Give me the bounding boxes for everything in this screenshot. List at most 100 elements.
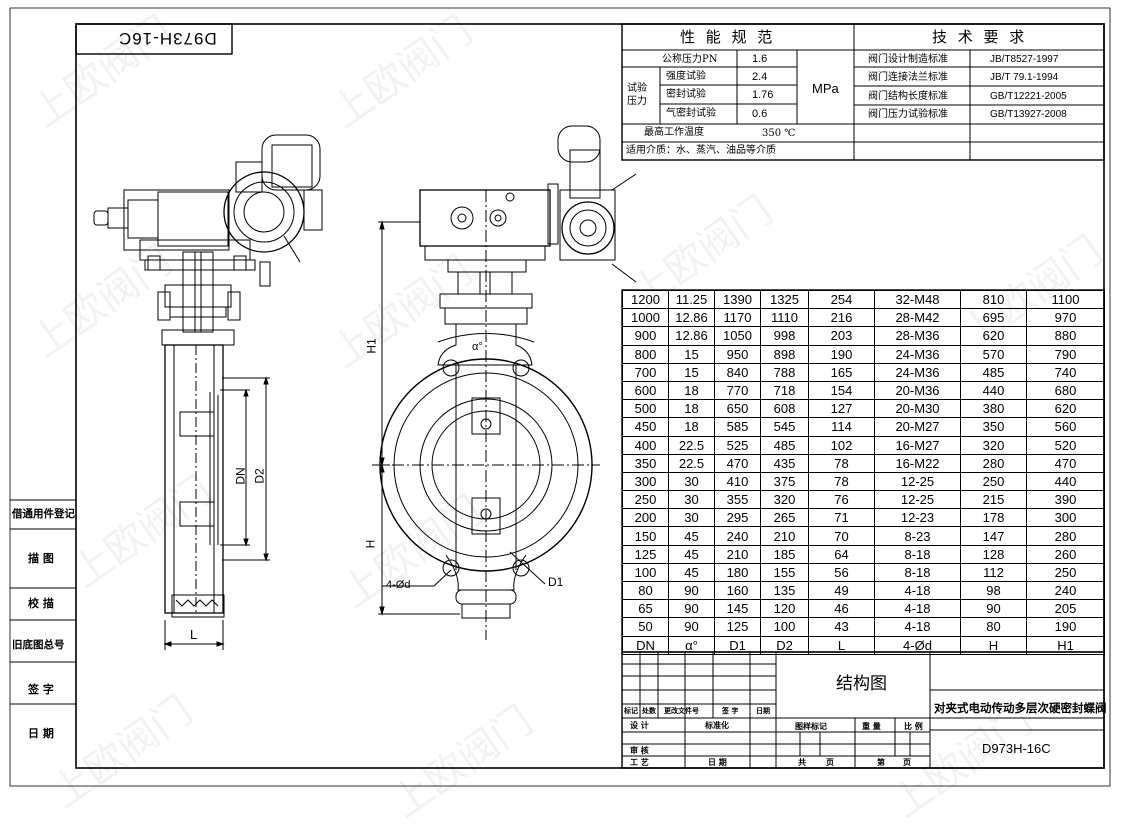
tb-design-label: 设 计 — [630, 720, 649, 730]
dimension-cell: 998 — [760, 326, 809, 346]
dimension-cell: 150 — [622, 526, 669, 546]
dimension-cell: 600 — [622, 380, 669, 401]
tech-value: JB/T 79.1-1994 — [990, 72, 1059, 83]
dimension-cell: 718 — [760, 380, 809, 401]
tb-page-unit: 页 — [903, 757, 911, 767]
drawing-name: 结构图 — [836, 674, 887, 694]
dimension-cell: 24-M36 — [874, 362, 961, 382]
dimension-cell: 500 — [622, 399, 669, 419]
tb-date-label: 日期 — [756, 706, 770, 715]
dimension-cell: 145 — [714, 599, 761, 619]
dimension-cell: 18 — [668, 417, 715, 437]
dimension-cell: 295 — [714, 508, 761, 528]
tech-heading: 技 术 要 求 — [932, 28, 1028, 46]
dimension-cell: 30 — [668, 471, 715, 492]
dimension-cell: 100 — [760, 617, 809, 637]
dimension-cell: 22.5 — [668, 453, 715, 473]
tb-pattern-mark-label: 图样标记 — [795, 721, 827, 731]
dimension-cell: 470 — [1026, 453, 1105, 473]
dimension-cell: 205 — [1026, 599, 1105, 619]
dimension-cell: 28-M42 — [874, 308, 961, 328]
perf-label: 强度试验 — [666, 71, 706, 82]
tb-change-label: 更改文件号 — [664, 706, 699, 715]
tech-value: GB/T13927-2008 — [990, 109, 1067, 120]
dimension-cell: 22.5 — [668, 435, 715, 455]
tb-count-label: 处数 — [642, 706, 656, 715]
dimension-cell: 90 — [668, 580, 715, 601]
dimension-cell: 1000 — [622, 308, 669, 328]
dim-label-D2: D2 — [252, 468, 267, 484]
dimension-cell: 90 — [668, 599, 715, 619]
dimension-cell: 300 — [1026, 508, 1105, 528]
side-label: 借通用件登记 — [12, 508, 75, 520]
tech-label: 阀门压力试验标准 — [868, 109, 948, 120]
dimension-cell: 127 — [808, 399, 875, 419]
dimension-cell: 390 — [1026, 490, 1105, 510]
dimension-cell: 585 — [714, 417, 761, 437]
tech-label: 阀门连接法兰标准 — [868, 72, 948, 83]
perf-heading: 性 能 规 范 — [680, 28, 776, 46]
dimension-header: 4-Ød — [874, 635, 961, 655]
dimension-cell: 76 — [808, 490, 875, 510]
dimension-cell: 350 — [622, 453, 669, 473]
dimension-cell: 790 — [1026, 344, 1105, 364]
model-number: D973H-16C — [982, 741, 1051, 756]
dimension-cell: 49 — [808, 580, 875, 601]
tb-mark-label: 标记 — [624, 706, 638, 715]
dim-label-H1: H1 — [364, 338, 379, 354]
dimension-cell: 200 — [622, 508, 669, 528]
dimension-cell: 12.86 — [668, 308, 715, 328]
dimension-cell: 1110 — [760, 308, 809, 328]
dimension-cell: 98 — [960, 580, 1027, 601]
dimension-cell: 485 — [960, 362, 1027, 382]
dimension-cell: 740 — [1026, 362, 1105, 382]
dimension-cell: 203 — [808, 326, 875, 346]
dimension-cell: 30 — [668, 490, 715, 510]
dimension-cell: 165 — [808, 362, 875, 382]
dimension-header: DN — [622, 635, 669, 655]
dimension-cell: 770 — [714, 380, 761, 401]
tech-value: GB/T12221-2005 — [990, 91, 1067, 102]
product-name: 对夹式电动传动多层次硬密封蝶阀 — [934, 701, 1107, 715]
dimension-cell: 4-18 — [874, 617, 961, 637]
dimension-cell: 28-M36 — [874, 326, 961, 346]
dimension-cell: 50 — [622, 617, 669, 637]
dimension-header: H — [960, 635, 1027, 655]
perf-value: 1.76 — [752, 89, 774, 101]
dimension-cell: 400 — [622, 435, 669, 455]
dimension-cell: 20-M36 — [874, 380, 961, 401]
dimension-cell: 1390 — [714, 289, 761, 310]
dimension-cell: 90 — [960, 599, 1027, 619]
dimension-cell: 65 — [622, 599, 669, 619]
dimension-cell: 215 — [960, 490, 1027, 510]
dimension-cell: 12-25 — [874, 490, 961, 510]
dimension-cell: 440 — [960, 380, 1027, 401]
dimension-cell: 128 — [960, 544, 1027, 564]
dimension-cell: 18 — [668, 399, 715, 419]
perf-value: 1.6 — [752, 53, 768, 65]
dimension-cell: 350 — [960, 417, 1027, 437]
title-strip: D973H-16C — [118, 29, 217, 48]
perf-label: 公称压力PN — [662, 54, 718, 65]
dimension-cell: 210 — [714, 544, 761, 564]
dimension-cell: 900 — [622, 326, 669, 346]
dimension-cell: 18 — [668, 380, 715, 401]
dimension-cell: 102 — [808, 435, 875, 455]
dimension-cell: 80 — [960, 617, 1027, 637]
dimension-cell: 160 — [714, 580, 761, 601]
dimension-cell: 32-M48 — [874, 289, 961, 310]
dimension-cell: 320 — [960, 435, 1027, 455]
dimension-cell: 190 — [1026, 617, 1105, 637]
dimension-cell: 147 — [960, 526, 1027, 546]
dimension-cell: 112 — [960, 562, 1027, 583]
dimension-cell: 700 — [622, 362, 669, 382]
dimension-cell: 435 — [760, 453, 809, 473]
